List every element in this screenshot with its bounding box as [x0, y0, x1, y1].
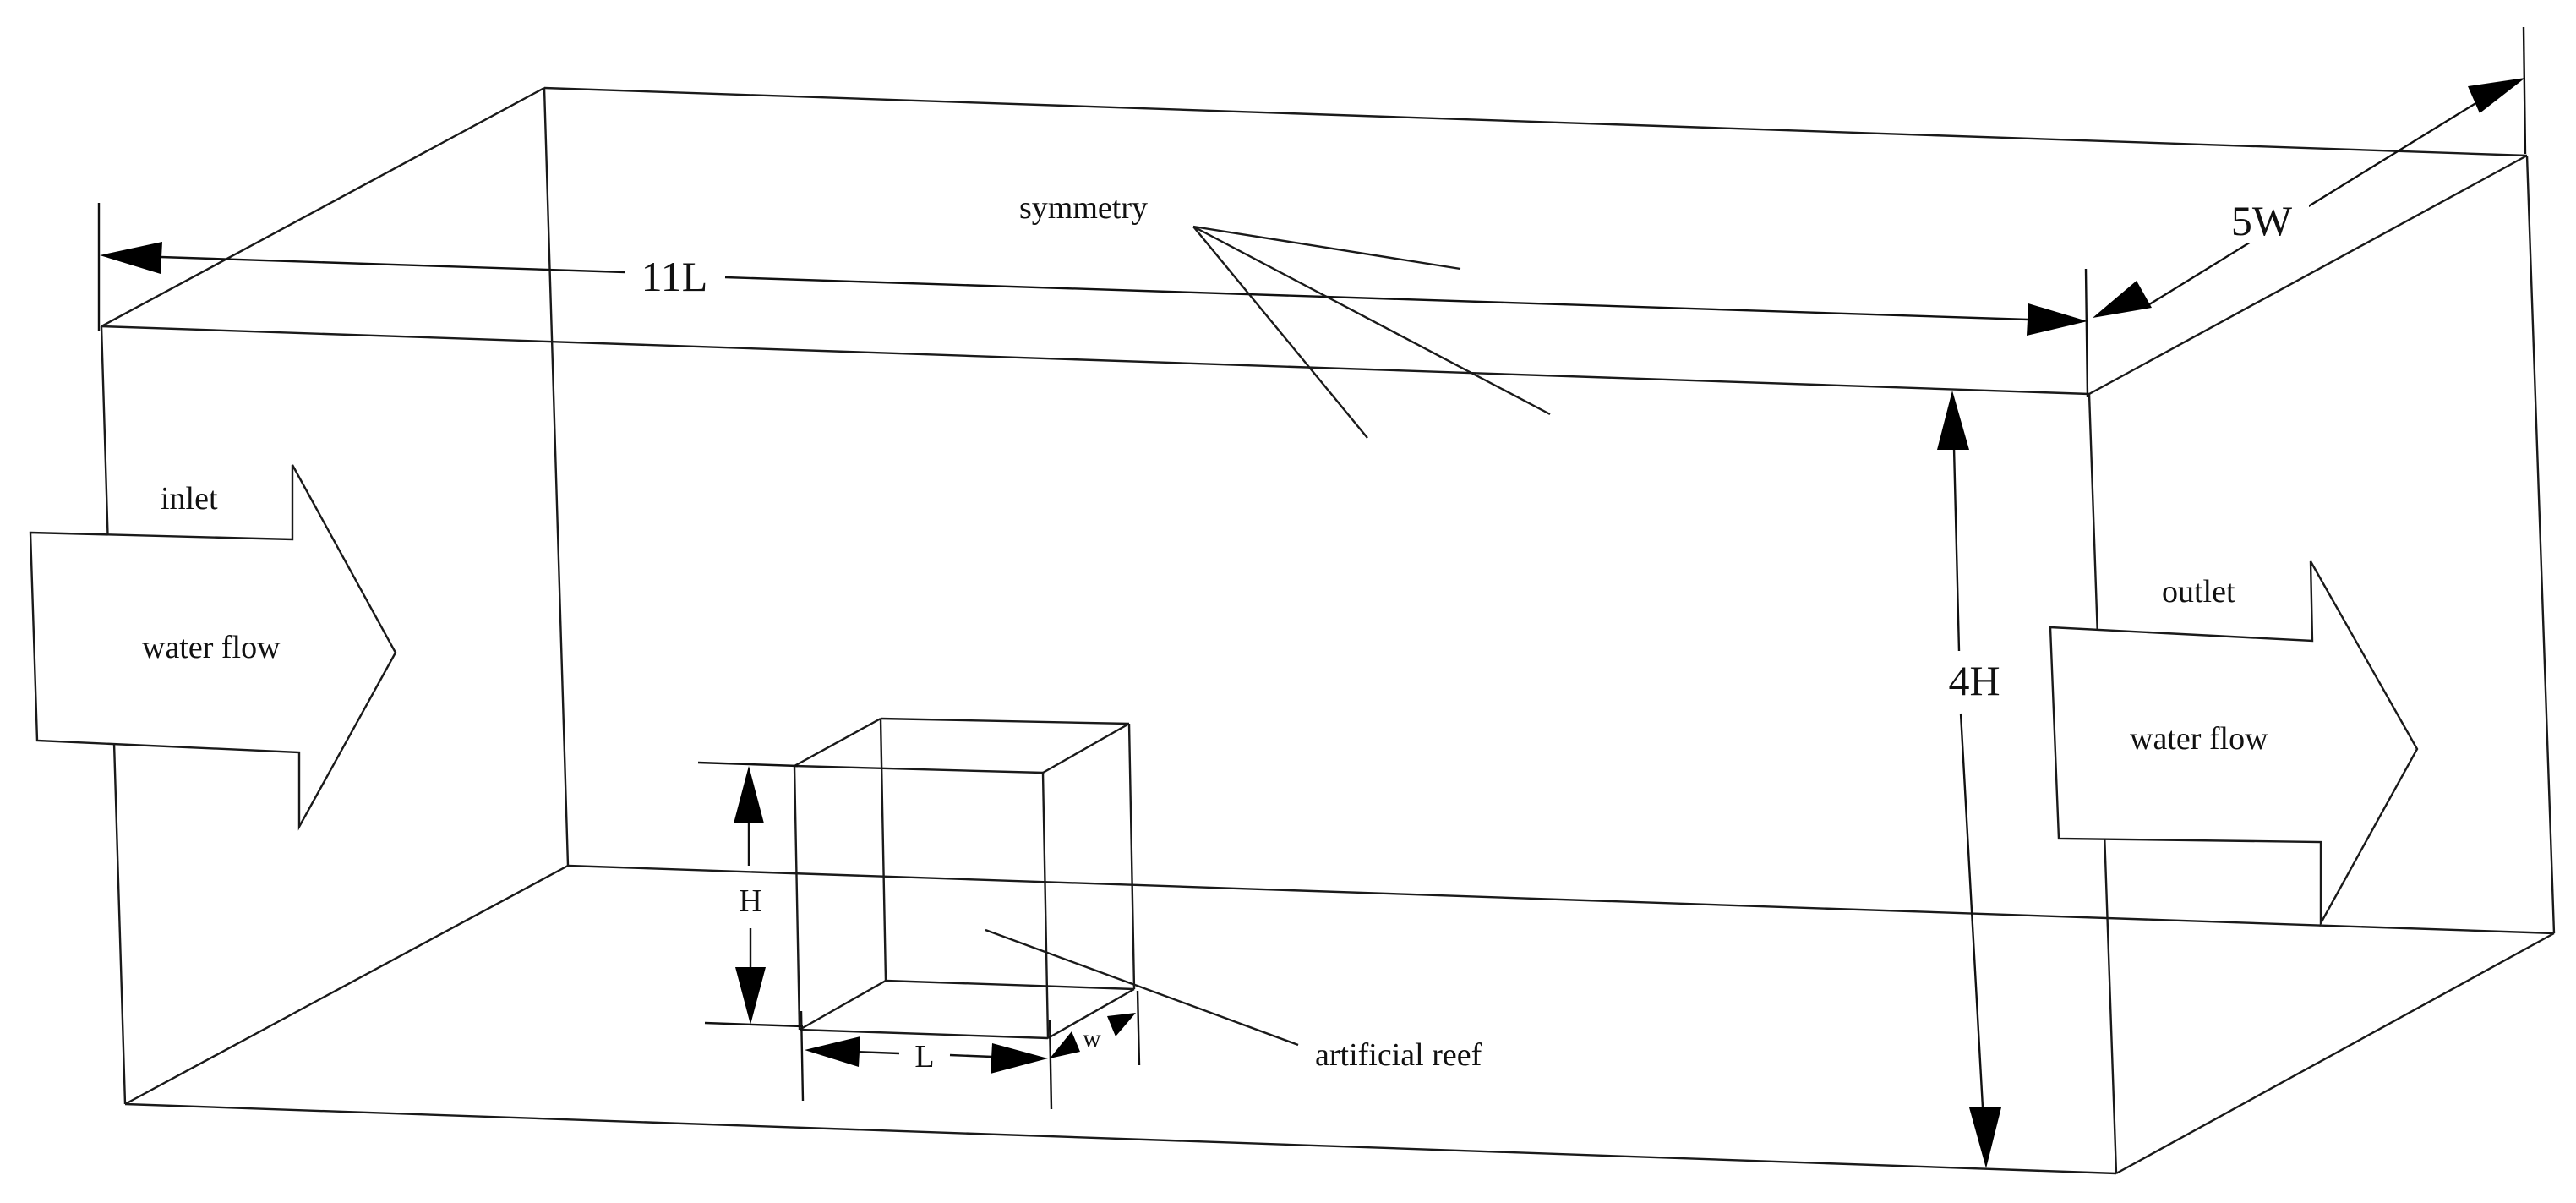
reef-width-arrowhead-right: [1107, 1013, 1136, 1036]
width-arrowhead-start: [2093, 281, 2152, 318]
outlet-flow-arrow: outlet water flow: [2049, 560, 2419, 927]
width-dimension: 5W: [2093, 26, 2527, 318]
inlet-label: inlet: [161, 481, 218, 517]
domain-box-back-edges: [543, 86, 2556, 935]
length-dimension: 11L: [97, 203, 2089, 398]
inlet-water-flow-label: water flow: [142, 630, 281, 665]
height-label: 4H: [1948, 657, 2000, 704]
outlet-water-flow-label: water flow: [2130, 721, 2268, 757]
domain-box-side-edges: [101, 86, 2555, 1175]
reef-height-label: H: [739, 883, 761, 919]
outlet-label: outlet: [2162, 574, 2235, 610]
symmetry-label: symmetry: [1019, 190, 1148, 226]
reef-length-dimension: L: [800, 1010, 1053, 1110]
artificial-reef-cube: [793, 717, 1136, 1040]
inlet-flow-arrow: inlet water flow: [29, 464, 397, 831]
reef-width-label: w: [1083, 1025, 1101, 1053]
reef-length-arrowhead-right: [991, 1043, 1048, 1074]
height-arrowhead-top: [1937, 391, 1969, 450]
length-arrowhead-left: [100, 242, 162, 274]
reef-height-arrowhead-top: [734, 766, 764, 823]
reef-length-label: L: [914, 1039, 934, 1074]
height-dimension: 4H: [1937, 391, 2001, 1168]
width-label: 5W: [2231, 197, 2293, 244]
reef-width-arrowhead-left: [1050, 1031, 1080, 1058]
artificial-reef-annotation: artificial reef: [985, 928, 1482, 1073]
reef-height-dimension: H: [697, 761, 804, 1028]
length-label: 11L: [641, 253, 708, 300]
reef-width-dimension: w: [1050, 990, 1141, 1066]
domain-box-front-edges: [100, 325, 2118, 1175]
width-arrowhead-end: [2468, 78, 2525, 113]
height-arrowhead-bottom: [1969, 1107, 2001, 1168]
reef-length-arrowhead-left: [805, 1036, 860, 1067]
reef-height-arrowhead-bottom: [735, 967, 766, 1025]
symmetry-annotation: symmetry: [1019, 190, 1551, 439]
length-arrowhead-right: [2027, 303, 2088, 336]
artificial-reef-label: artificial reef: [1315, 1037, 1482, 1073]
